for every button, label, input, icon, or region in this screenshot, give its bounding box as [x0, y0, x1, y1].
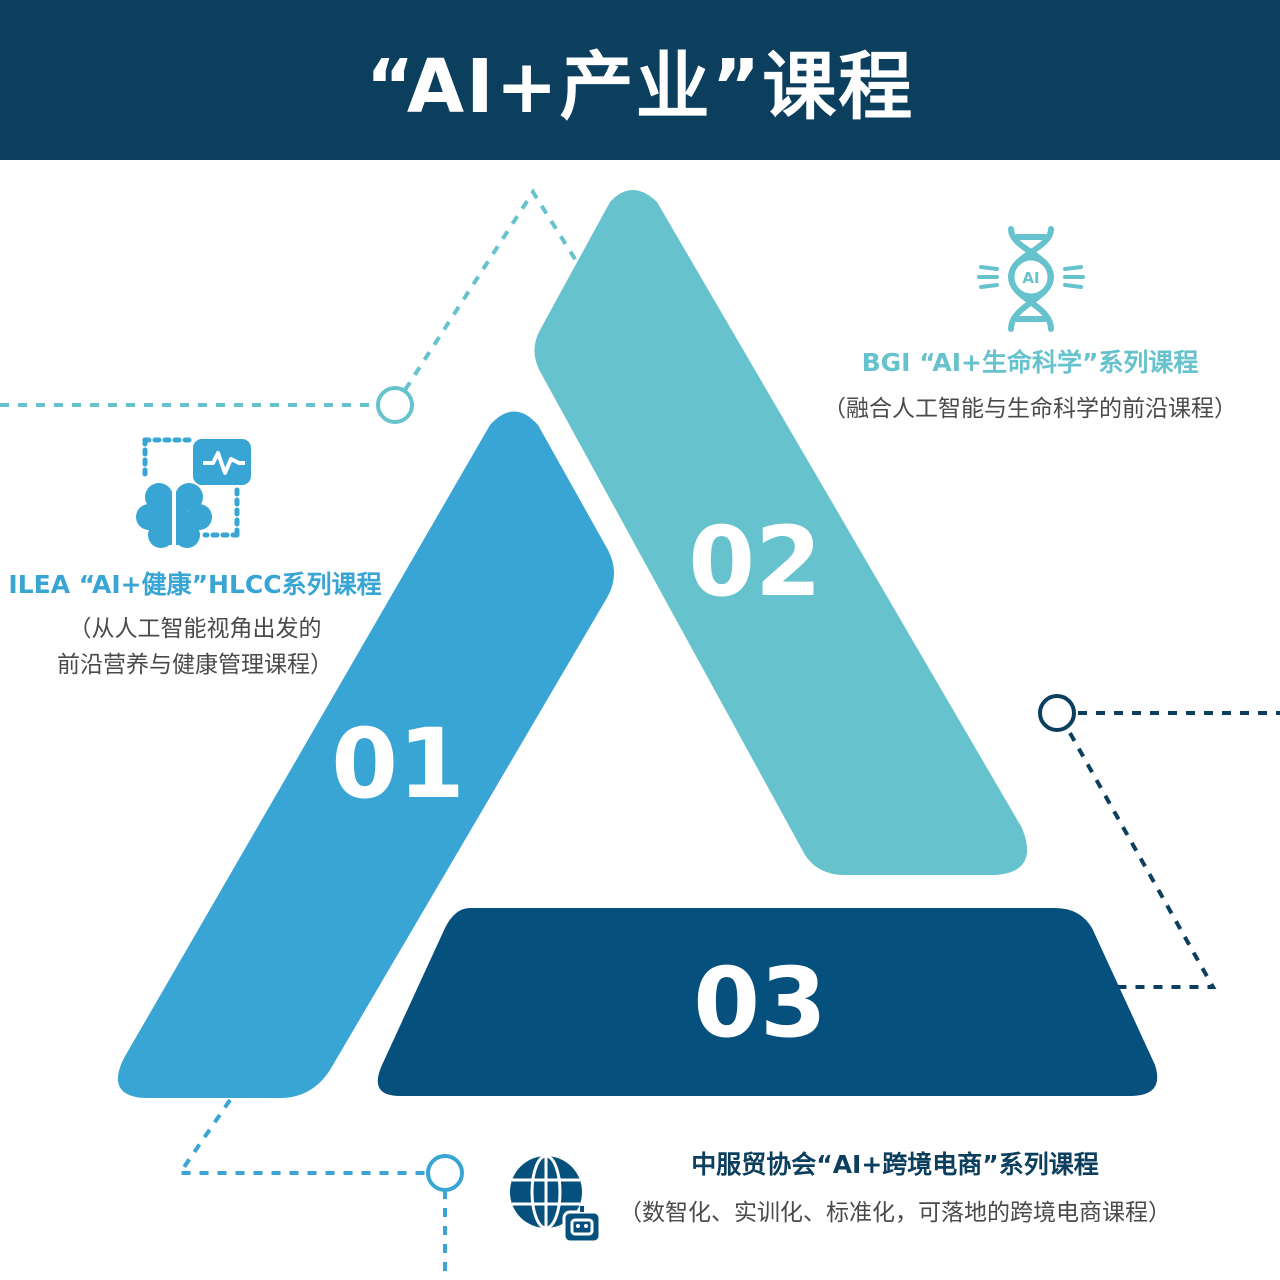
dna-ai-icon: AI: [977, 226, 1085, 332]
segment-01-subtitle-line-1: （从人工智能视角出发的: [68, 616, 322, 642]
connector-line-02: [0, 188, 587, 407]
globe-robot-icon: [510, 1154, 602, 1244]
page-title: “AI+产业”课程: [365, 43, 915, 130]
connector-node-01: [426, 1154, 464, 1192]
segment-02-shape: [534, 190, 1028, 875]
segment-02-label: BGI “AI+生命科学”系列课程 （融合人工智能与生命科学的前沿课程）: [800, 343, 1260, 427]
segment-03-shape: [377, 908, 1158, 1096]
connector-lines: [0, 188, 1280, 1280]
segment-03-title: 中服贸协会“AI+跨境电商”系列课程: [691, 1150, 1099, 1179]
segment-03-subtitle-line-1: （数智化、实训化、标准化，可落地的跨境电商课程）: [619, 1200, 1171, 1226]
segment-01-title: ILEA “AI+健康”HLCC系列课程: [8, 570, 382, 599]
connector-line-01: [176, 1098, 447, 1280]
connector-node-03: [1038, 694, 1076, 732]
header-bar: “AI+产业”课程: [0, 0, 1280, 160]
svg-text:AI: AI: [1022, 269, 1039, 287]
segment-01-subtitle-line-2: 前沿营养与健康管理课程）: [57, 652, 333, 678]
segment-01-shape: [117, 411, 615, 1098]
segment-03-number: 03: [693, 947, 827, 1059]
connector-node-02: [376, 386, 414, 424]
segment-02-title: BGI “AI+生命科学”系列课程: [861, 348, 1199, 377]
connector-line-03: [1068, 711, 1280, 989]
brain-monitor-icon: [136, 437, 251, 548]
segment-02-subtitle-line-1: （融合人工智能与生命科学的前沿课程）: [823, 396, 1237, 422]
segment-01-label: ILEA “AI+健康”HLCC系列课程 （从人工智能视角出发的 前沿营养与健康…: [0, 565, 390, 683]
segment-02-number: 02: [688, 506, 822, 618]
segment-03-label: 中服贸协会“AI+跨境电商”系列课程 （数智化、实训化、标准化，可落地的跨境电商…: [610, 1145, 1180, 1231]
segment-01-number: 01: [331, 708, 465, 820]
